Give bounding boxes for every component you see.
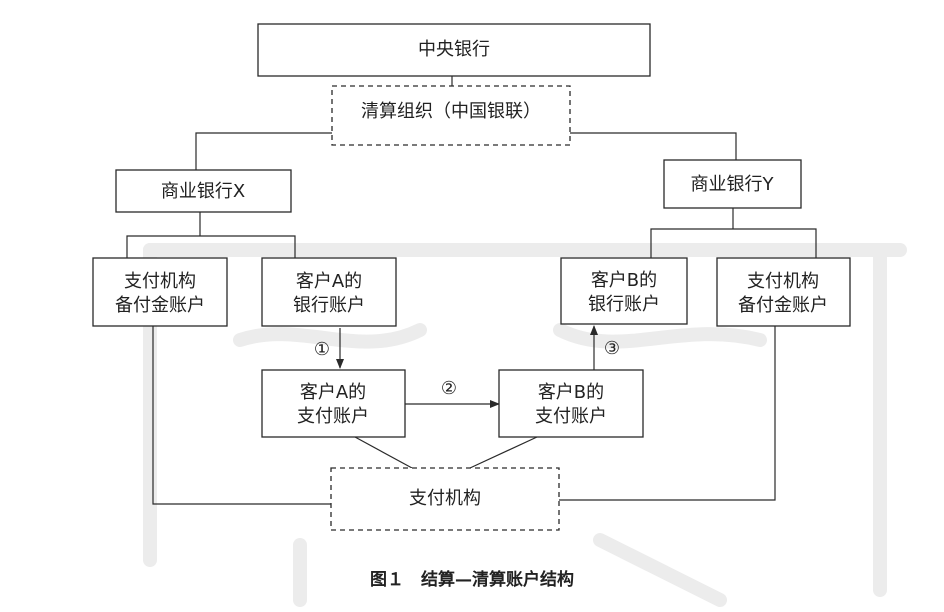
clearing-org-box: 清算组织（中国银联） [331, 85, 571, 146]
payment-institution-box: 支付机构 [330, 467, 560, 531]
step2-marker: ② [441, 378, 457, 399]
payment-institution-label: 支付机构 [409, 488, 481, 509]
bank-y-box: 商业银行Y [663, 159, 802, 209]
client-a-pay-line1: 客户A的 [300, 382, 366, 403]
central-bank-box: 中央银行 [257, 23, 651, 77]
step3-marker: ③ [604, 338, 620, 359]
client-a-bank-account-box: 客户A的 银行账户 [261, 257, 397, 327]
bank-x-box: 商业银行X [115, 169, 292, 213]
reserve-left-line2: 备付金账户 [115, 295, 205, 316]
reserve-account-left-box: 支付机构 备付金账户 [92, 257, 228, 327]
bank-y-label: 商业银行Y [691, 174, 775, 195]
reserve-right-line2: 备付金账户 [738, 295, 828, 316]
client-b-bank-line1: 客户B的 [591, 270, 657, 291]
client-a-pay-line2: 支付账户 [297, 406, 369, 427]
central-bank-label: 中央银行 [418, 39, 490, 60]
client-a-bank-line1: 客户A的 [296, 271, 362, 292]
reserve-left-line1: 支付机构 [124, 271, 196, 292]
client-a-bank-line2: 银行账户 [293, 295, 365, 316]
reserve-account-right-box: 支付机构 备付金账户 [716, 257, 851, 327]
reserve-right-line1: 支付机构 [747, 271, 819, 292]
client-b-bank-account-box: 客户B的 银行账户 [560, 257, 688, 325]
client-b-pay-line2: 支付账户 [535, 406, 607, 427]
client-b-payment-account-box: 客户B的 支付账户 [498, 369, 644, 438]
client-a-payment-account-box: 客户A的 支付账户 [261, 369, 406, 438]
bank-x-label: 商业银行X [161, 181, 245, 202]
figure-caption: 图１ 结算—清算账户结构 [370, 569, 574, 590]
client-b-bank-line2: 银行账户 [588, 294, 660, 315]
clearing-org-label: 清算组织（中国银联） [361, 101, 541, 122]
client-b-pay-line1: 客户B的 [538, 382, 604, 403]
watermark [143, 243, 907, 607]
step1-marker: ① [314, 339, 330, 360]
